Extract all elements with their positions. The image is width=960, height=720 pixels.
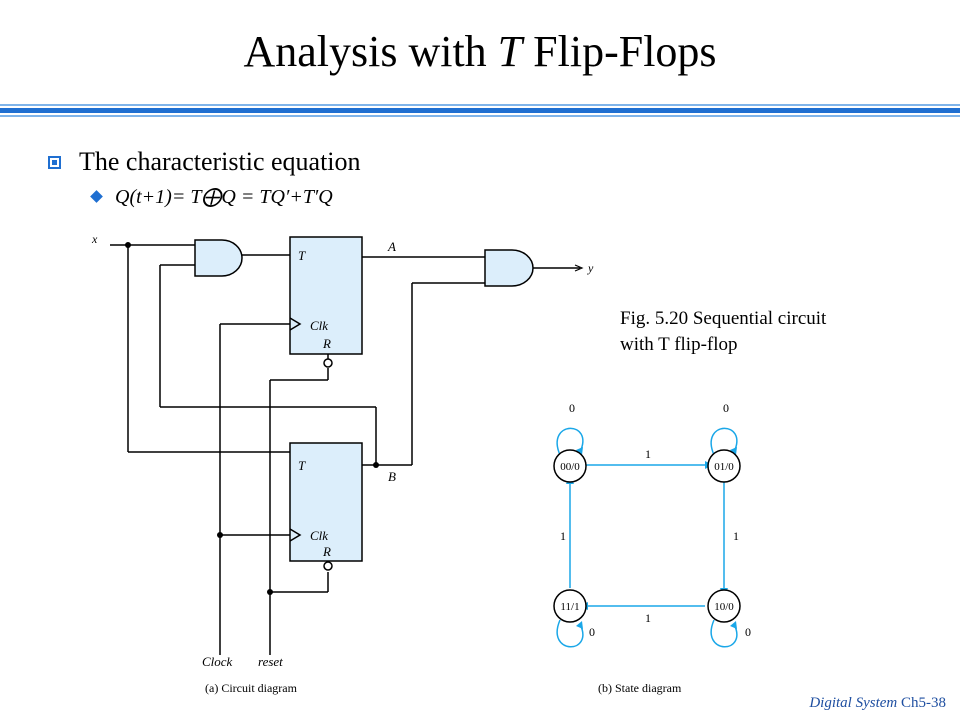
label-a: A: [387, 239, 396, 254]
state-caption: (b) State diagram: [598, 681, 682, 695]
state-00: 00/0: [560, 461, 580, 473]
footer-page: Ch5-38: [897, 695, 946, 711]
bullet-characteristic: The characteristic equation: [48, 147, 361, 177]
square-bullet-icon: [48, 155, 61, 169]
edge-label-11-00: 1: [560, 529, 566, 543]
ff-bottom-r: R: [322, 544, 331, 559]
slide-footer: Digital System Ch5-38: [809, 695, 946, 712]
figure-caption: Fig. 5.20 Sequential circuit with T flip…: [620, 308, 827, 355]
ff-top-t: T: [298, 248, 306, 263]
title-rule: [0, 104, 960, 117]
edge-label-00-01: 1: [645, 447, 651, 461]
state-10: 10/0: [714, 601, 734, 613]
state-01: 01/0: [714, 461, 734, 473]
label-reset: reset: [258, 654, 283, 669]
slide-title: Analysis with T Flip-Flops: [0, 26, 960, 77]
ff-top-clk: Clk: [310, 318, 328, 333]
loop-label-10: 0: [745, 625, 751, 639]
label-b: B: [388, 469, 396, 484]
edge-label-10-11: 1: [645, 611, 651, 625]
diamond-bullet-icon: [90, 190, 103, 203]
title-text-rest: Flip-Flops: [522, 27, 717, 76]
equation-text: Q(t+1)= T⨁Q = TQ′+T′Q: [115, 186, 333, 208]
loop-label-01: 0: [723, 401, 729, 415]
title-text: Analysis with: [243, 27, 498, 76]
label-clock: Clock: [202, 654, 233, 669]
footer-course: Digital System: [809, 695, 898, 711]
bullet-equation: Q(t+1)= T⨁Q = TQ′+T′Q: [90, 184, 333, 209]
bullet-text: The characteristic equation: [79, 147, 361, 176]
edge-label-01-10: 1: [733, 529, 739, 543]
loop-label-00: 0: [569, 401, 575, 415]
circuit-caption: (a) Circuit diagram: [205, 681, 298, 695]
label-y: y: [587, 261, 594, 275]
title-italic: T: [497, 27, 523, 76]
ff-bottom-t: T: [298, 458, 306, 473]
ff-top-r: R: [322, 336, 331, 351]
label-x: x: [91, 232, 98, 246]
ff-bottom-clk: Clk: [310, 528, 328, 543]
loop-label-11: 0: [589, 625, 595, 639]
state-11: 11/1: [560, 601, 579, 613]
